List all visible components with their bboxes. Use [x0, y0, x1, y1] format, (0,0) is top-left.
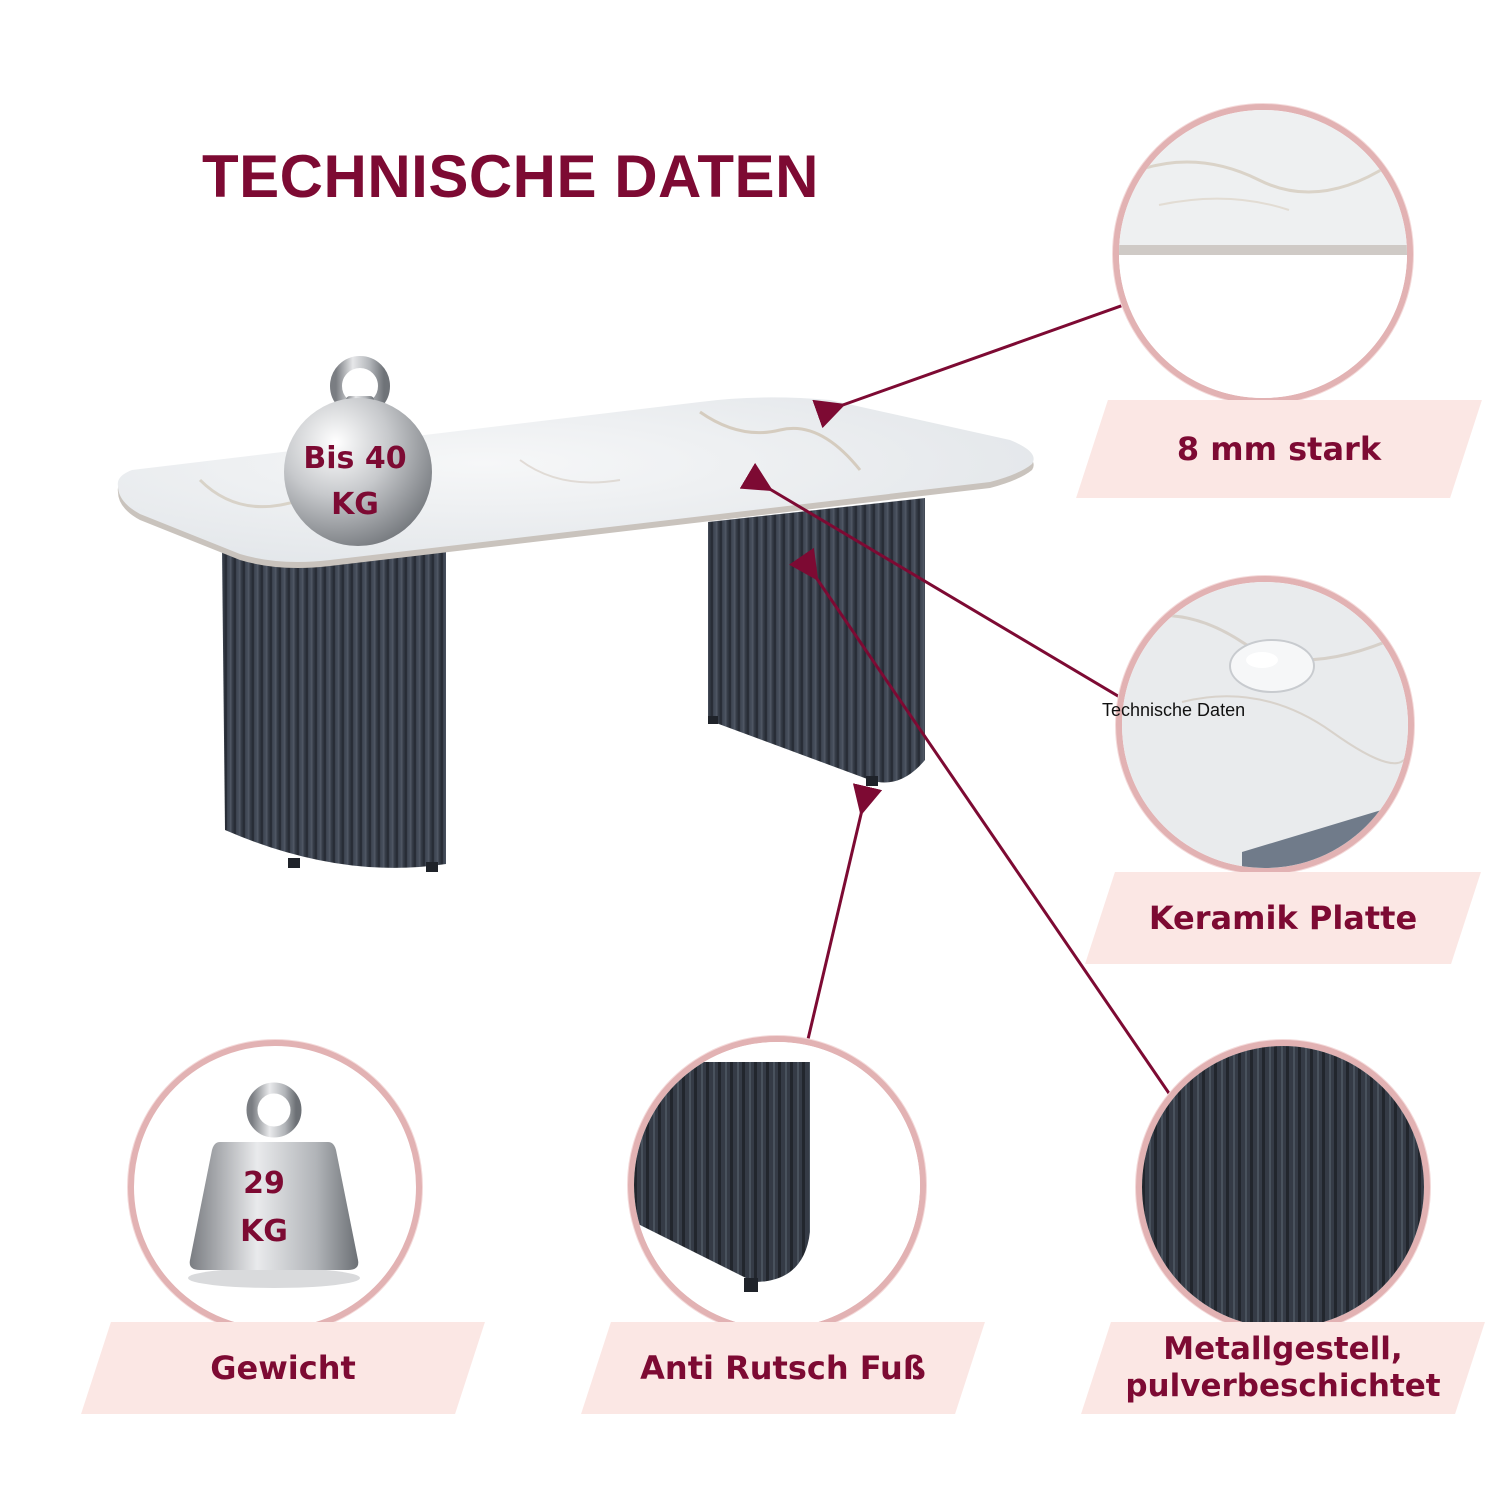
detail-thickness — [1113, 104, 1413, 404]
table-leg-right — [708, 498, 925, 786]
label-thickness: 8 mm stark — [1076, 400, 1482, 498]
weight-ball-icon — [284, 356, 432, 546]
label-frame: Metallgestell, pulverbeschichtet — [1081, 1322, 1485, 1414]
weight-ball-line2: KG — [331, 487, 379, 522]
annotation-label: Technische Daten — [1102, 700, 1246, 720]
label-weight: Gewicht — [81, 1322, 485, 1414]
detail-ceramic — [1116, 576, 1414, 874]
label-ceramic: Keramik Platte — [1085, 872, 1481, 964]
label-foot: Anti Rutsch Fuß — [581, 1322, 985, 1414]
label-frame-line2: pulverbeschichtet — [1125, 1368, 1441, 1404]
page-title: TECHNISCHE DATEN — [202, 143, 819, 210]
kettlebell-weight-icon — [189, 1142, 359, 1270]
weight-ball-line1: Bis 40 — [303, 441, 407, 476]
detail-weight — [128, 1040, 422, 1334]
weight-value-line1: 29 — [243, 1166, 285, 1201]
table-leg-left — [222, 552, 446, 872]
label-frame-line1: Metallgestell, — [1163, 1330, 1403, 1367]
detail-frame — [1136, 1040, 1430, 1334]
detail-foot — [628, 1036, 926, 1334]
weight-value-line2: KG — [240, 1214, 288, 1249]
